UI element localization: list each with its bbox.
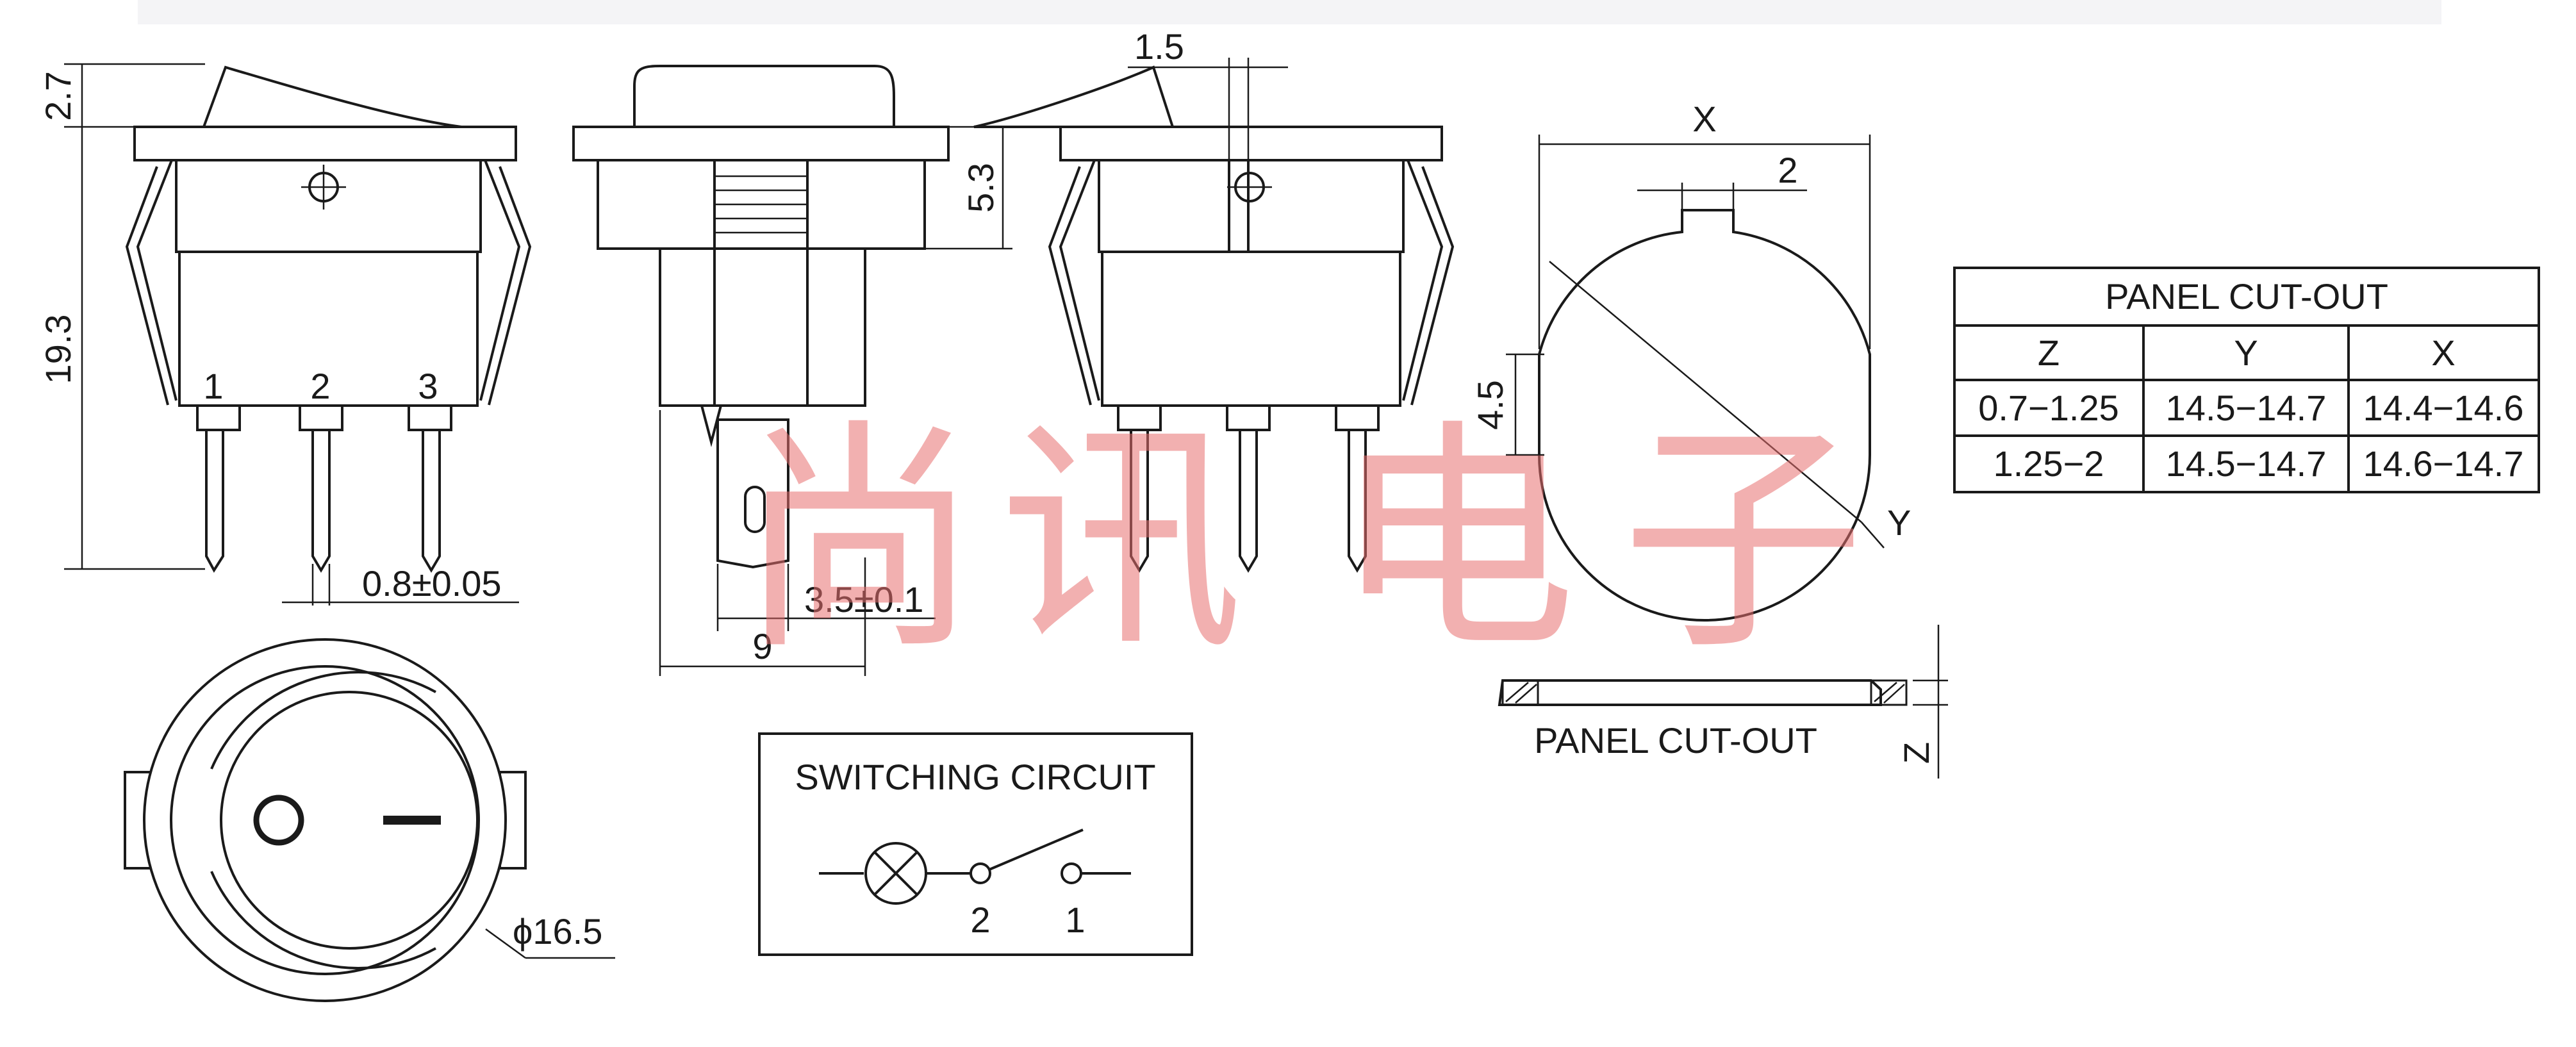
- dim-pin-spacing: 3.5±0.1: [804, 579, 923, 620]
- blade-hole: [744, 486, 766, 533]
- table-cell: 14.5−14.7: [2166, 388, 2327, 428]
- center-column: [713, 159, 809, 407]
- rocker-cap-3: [973, 65, 1175, 128]
- table-cell: 14.4−14.6: [2363, 388, 2524, 428]
- flange: [133, 126, 517, 161]
- dim-key-width: 2: [1778, 150, 1797, 190]
- cutout-outline: [1538, 209, 1871, 622]
- table-header-z: Z: [2038, 333, 2060, 373]
- terminal-1: [1061, 862, 1082, 884]
- dim-pin-depth: 9: [752, 626, 772, 666]
- pin-2-label: 2: [310, 366, 330, 406]
- dim-rocker-offset: 1.5: [1134, 26, 1184, 67]
- rocker-cap: [202, 65, 462, 128]
- lower-housing-3: [1101, 251, 1401, 407]
- table-header-x: X: [2431, 333, 2455, 373]
- terminal-2-label: 2: [970, 900, 990, 940]
- pin-1-label: 1: [203, 366, 223, 406]
- pin-3-label: 3: [418, 366, 438, 406]
- switching-circuit: SWITCHING CIRCUIT 2 1: [758, 732, 1193, 956]
- left-clip: [136, 160, 178, 401]
- on-symbol: [383, 816, 441, 825]
- upper-housing: [175, 159, 482, 253]
- pin-2: [299, 404, 343, 573]
- side-view-profile: 5.3 9 3.5±0.1: [572, 65, 1012, 676]
- watermark-char: 尚: [737, 399, 980, 682]
- dim-diameter: ϕ16.5: [513, 911, 602, 952]
- cutout-table: PANEL CUT-OUT Z Y X 0.7−1.25 14.5−14.7 1…: [1953, 267, 2540, 493]
- rocker-face: [220, 691, 479, 950]
- table-cell: 1.25−2: [1994, 443, 2104, 484]
- right-clip-outer: [488, 166, 532, 406]
- watermark-char: 子: [1621, 399, 1865, 682]
- dim-pin-width: 0.8±0.05: [362, 563, 502, 604]
- table-title: PANEL CUT-OUT: [2105, 276, 2388, 317]
- switch-arm: [989, 829, 1084, 871]
- panel-cutout-view: X 2 4.5 Y Z PANEL CUT-OUT: [1470, 99, 1948, 779]
- flange-2: [572, 126, 950, 161]
- upper-housing-3: [1098, 159, 1405, 253]
- dim-rocker-height: 2.7: [38, 71, 78, 121]
- left-clip-outer: [125, 166, 169, 406]
- right-clip: [479, 160, 521, 401]
- terminal-2: [970, 862, 991, 884]
- top-band: [138, 0, 2441, 24]
- terminal-1-label: 1: [1065, 900, 1085, 940]
- dim-panel-thickness: Z: [1896, 742, 1936, 764]
- dim-cutout-diameter: Y: [1887, 502, 1911, 543]
- watermark: 尚 讯 电 子: [737, 399, 1865, 682]
- circuit-title: SWITCHING CIRCUIT: [795, 757, 1155, 797]
- dim-body-step: 5.3: [961, 163, 1001, 213]
- flange-3: [1059, 126, 1443, 161]
- front-view: ϕ16.5: [124, 638, 615, 1002]
- table-cell: 0.7−1.25: [1978, 388, 2119, 428]
- circuit-frame: [758, 732, 1193, 956]
- dim-cutout-width: X: [1692, 99, 1716, 139]
- table-header-y: Y: [2234, 333, 2258, 373]
- dim-total-height: 19.3: [38, 315, 78, 384]
- terminal-blade: [716, 418, 789, 569]
- side-view-pins: 1 2 3 2.7 19.3 0.8±0.05: [38, 63, 532, 606]
- off-symbol: [253, 795, 304, 846]
- watermark-char: 电: [1333, 399, 1576, 682]
- side-view-rear: 1.5: [973, 26, 1455, 573]
- dim-flat-height: 4.5: [1470, 380, 1510, 430]
- table-cell: 14.6−14.7: [2363, 443, 2524, 484]
- panel-section-label: PANEL CUT-OUT: [1534, 720, 1817, 761]
- table-cell: 14.5−14.7: [2166, 443, 2327, 484]
- barb: [700, 405, 722, 447]
- pin-1: [196, 404, 241, 573]
- panel-section: [1498, 679, 1882, 706]
- watermark-char: 讯: [1000, 399, 1243, 682]
- lower-housing: [178, 251, 479, 407]
- rocker-top: [633, 65, 895, 128]
- lower-housing-2: [659, 247, 866, 407]
- pin-3: [408, 404, 452, 573]
